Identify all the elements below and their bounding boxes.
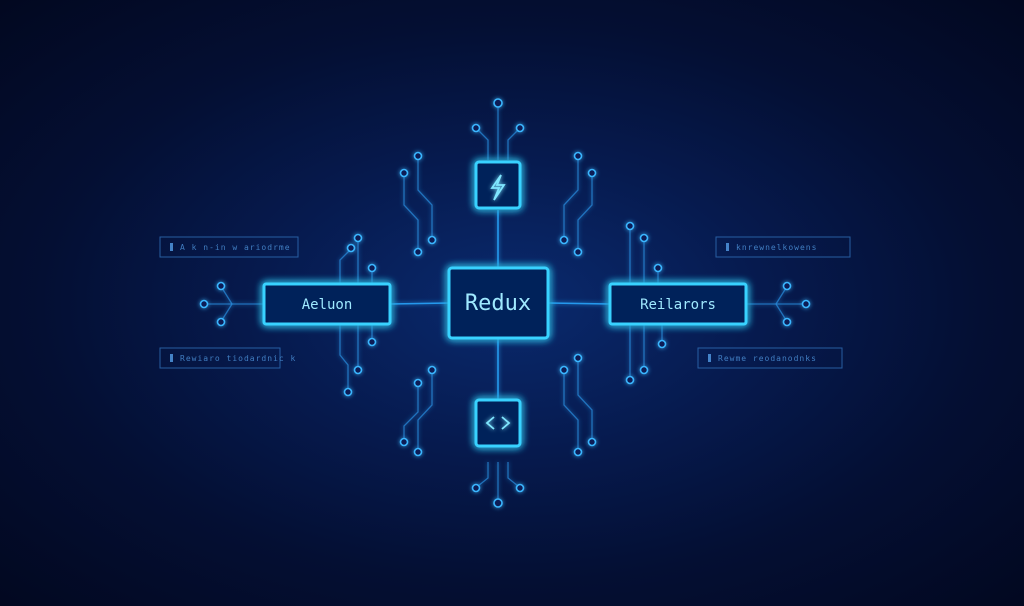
right-circuit-branches	[625, 221, 811, 385]
panel-bottom-left-text: Rewiaro tiodardnic k	[180, 354, 296, 363]
panel-top-right: knrewnelkowens	[715, 236, 851, 258]
main-connectors	[389, 210, 611, 400]
left-circuit-branches	[199, 233, 377, 397]
reducers-node-label: Reilarors	[640, 297, 716, 313]
panel-top-left-text: A k n-in w ariodrme	[180, 243, 291, 252]
top-circuit-branches	[399, 98, 597, 257]
panel-bottom-left: Rewiaro tiodardnic k	[159, 347, 296, 369]
redux-node-label: Redux	[465, 291, 531, 316]
actions-node: Aeluon	[262, 282, 392, 326]
reducers-node: Reilarors	[608, 282, 748, 326]
bottom-circuit-branches	[399, 353, 597, 508]
top-icon-node	[474, 160, 522, 210]
panel-top-left: A k n-in w ariodrme	[159, 236, 299, 258]
panel-bottom-right-text: Rewme reodanodnks	[718, 354, 817, 363]
bottom-icon-node	[474, 398, 522, 448]
code-brackets-icon	[485, 416, 511, 430]
panel-bottom-right: Rewme reodanodnks	[697, 347, 843, 369]
actions-node-label: Aeluon	[302, 297, 353, 313]
redux-store-node: Redux	[447, 266, 550, 340]
panel-top-right-text: knrewnelkowens	[736, 243, 817, 252]
lightning-bolt-icon	[490, 174, 506, 201]
